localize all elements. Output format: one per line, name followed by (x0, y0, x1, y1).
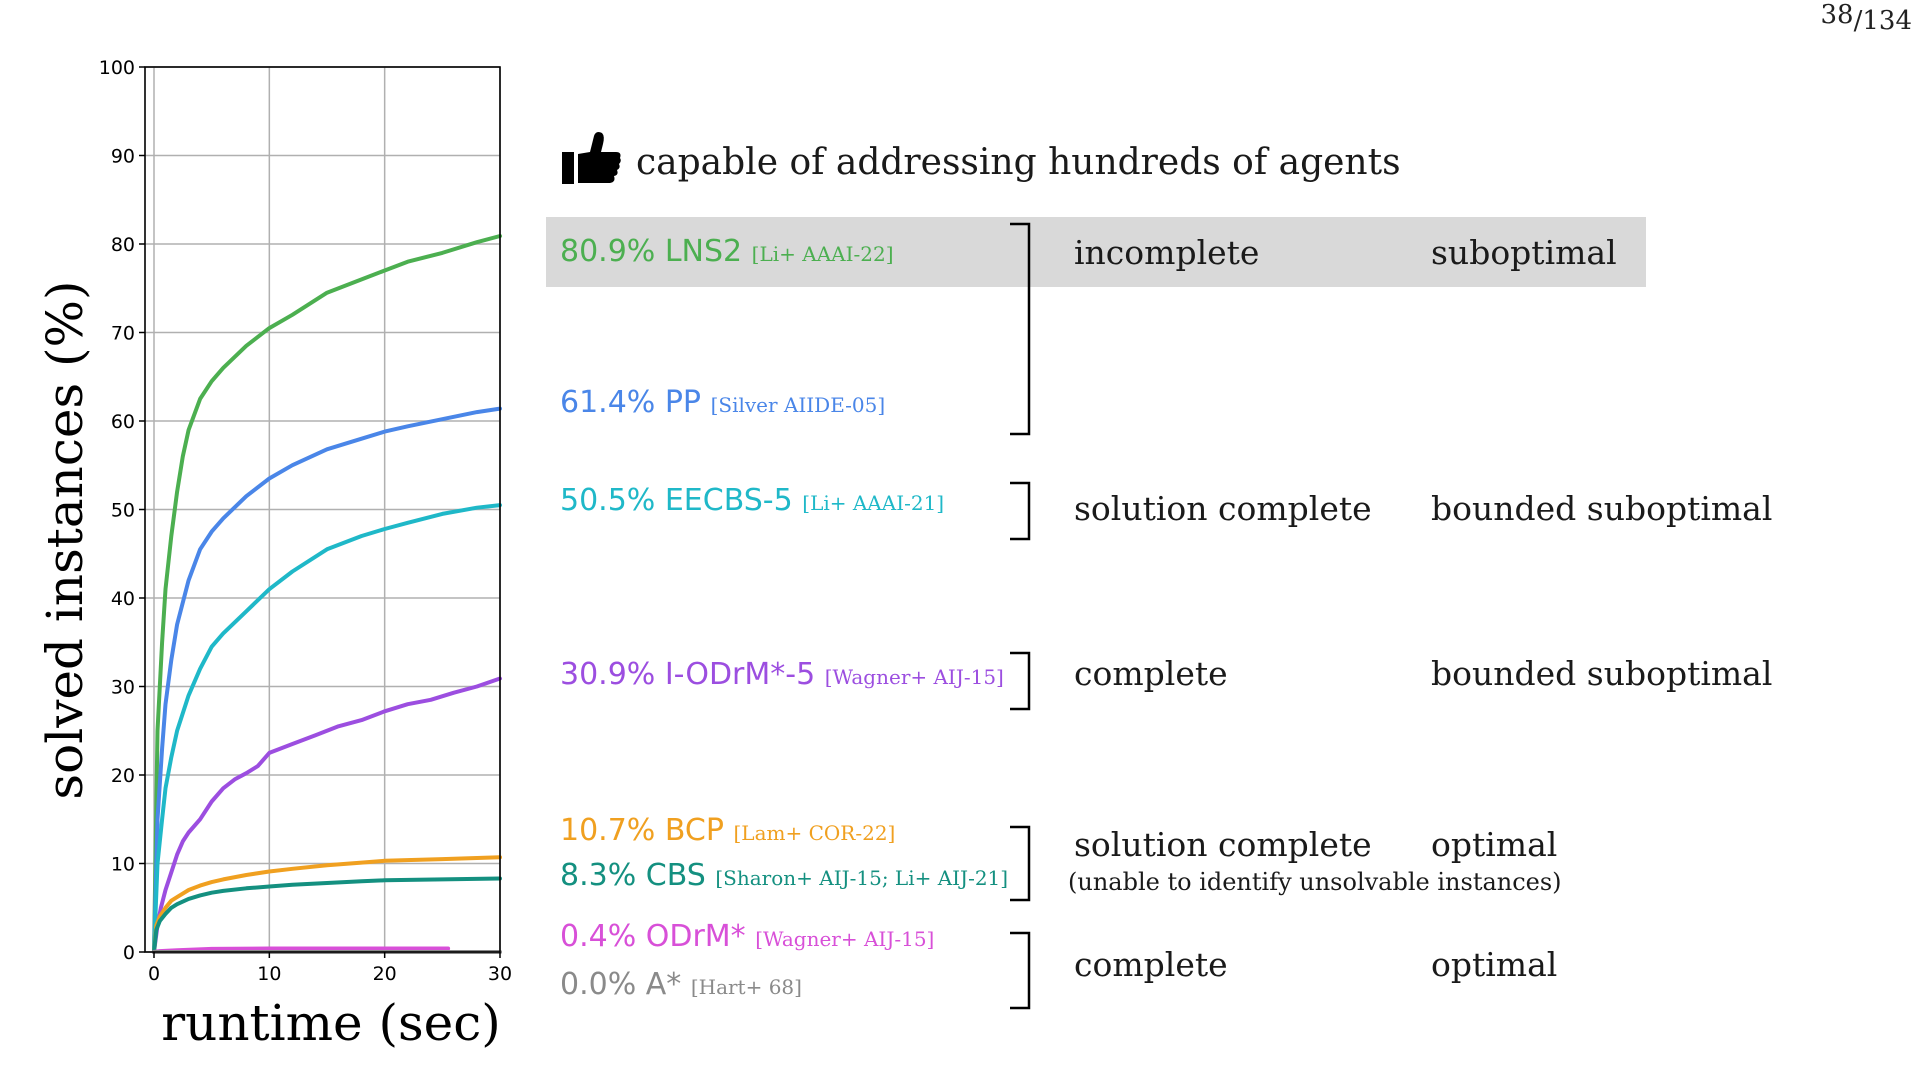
prop-completeness-2: solution complete (1074, 489, 1372, 528)
algo-lns2-cite: [Li+ AAAI-22] (751, 242, 894, 266)
algo-pp-label: 61.4% PP (560, 385, 702, 420)
x-tick-label: 20 (373, 963, 397, 985)
algo-cbs-cite: [Sharon+ AIJ-15; Li+ AIJ-21] (715, 866, 1009, 890)
y-tick-label: 30 (111, 677, 135, 699)
prop-completeness-1: incomplete (1074, 233, 1260, 272)
prop-optimality-1: suboptimal (1431, 233, 1617, 272)
prop-optimality-2: bounded suboptimal (1431, 489, 1773, 528)
algo-astar-cite: [Hart+ 68] (690, 975, 802, 999)
y-tick-label: 60 (111, 411, 135, 433)
prop-optimality-4: optimal (1431, 825, 1558, 864)
y-tick-label: 90 (111, 146, 135, 168)
algo-iodrm-cite: [Wagner+ AIJ-15] (824, 665, 1004, 689)
prop-completeness-3: complete (1074, 654, 1228, 693)
page-number: 38/134 (1821, 0, 1912, 36)
x-tick-label: 30 (488, 963, 512, 985)
algo-iodrm-label: 30.9% I-ODrM*-5 (560, 657, 816, 692)
algo-eecbs-label: 50.5% EECBS-5 (560, 483, 793, 518)
series-line-cbs (152, 876, 502, 954)
x-tick-label: 10 (257, 963, 281, 985)
x-tick-label: 0 (148, 963, 160, 985)
algo-eecbs-cite: [Li+ AAAI-21] (802, 491, 945, 515)
algo-pp-cite: [Silver AIIDE-05] (710, 393, 886, 417)
thumbs-up-icon (560, 130, 622, 195)
axis-layer: 0 10 20 30 40 50 60 70 80 90 100 0 10 20 30 (99, 57, 512, 985)
headline-text: capable of addressing hundreds of agents (636, 141, 1401, 183)
series-line-pp (152, 406, 502, 954)
bracket-odrm-astar (1010, 931, 1031, 1010)
y-tick-label: 10 (111, 854, 135, 876)
x-axis-label: runtime (sec) (161, 994, 501, 1052)
algo-iodrm: 30.9% I-ODrM*-5 [Wagner+ AIJ-15] (560, 657, 1004, 692)
algo-cbs-label: 8.3% CBS (560, 858, 706, 893)
algo-astar: 0.0% A* [Hart+ 68] (560, 967, 802, 1002)
algo-eecbs: 50.5% EECBS-5 [Li+ AAAI-21] (560, 483, 944, 518)
page-current: 38 (1820, 0, 1854, 30)
y-tick-label: 100 (99, 57, 135, 79)
y-tick-label: 50 (111, 500, 135, 522)
algo-lns2: 80.9% LNS2 [Li+ AAAI-22] (560, 234, 894, 269)
algo-cbs: 8.3% CBS [Sharon+ AIJ-15; Li+ AIJ-21] (560, 858, 1008, 893)
y-tick-label: 70 (111, 323, 135, 345)
bracket-iodrm (1010, 651, 1031, 711)
algo-bcp: 10.7% BCP [Lam+ COR-22] (560, 813, 895, 848)
y-tick-label: 40 (111, 588, 135, 610)
prop-optimality-3: bounded suboptimal (1431, 654, 1773, 693)
series-line-eecbs-5 (152, 503, 502, 954)
algo-odrm: 0.4% ODrM* [Wagner+ AIJ-15] (560, 919, 934, 954)
y-axis-label: solved instances (%) (36, 280, 94, 799)
y-tick-label: 80 (111, 234, 135, 256)
lns2-highlight-row (546, 217, 1646, 287)
algo-pp: 61.4% PP [Silver AIIDE-05] (560, 385, 885, 420)
prop-optimality-5: optimal (1431, 945, 1558, 984)
series-line-bcp (152, 855, 502, 954)
algo-bcp-label: 10.7% BCP (560, 813, 724, 848)
algo-odrm-label: 0.4% ODrM* (560, 919, 746, 954)
headline: capable of addressing hundreds of agents (560, 130, 1401, 195)
y-tick-label: 0 (123, 942, 135, 964)
bracket-eecbs (1010, 481, 1031, 541)
algo-odrm-cite: [Wagner+ AIJ-15] (755, 927, 935, 951)
bracket-bcp-cbs (1010, 825, 1031, 902)
prop-completeness-5: complete (1074, 945, 1228, 984)
page-total: /134 (1853, 6, 1912, 36)
series-line-lns2 (152, 234, 502, 954)
y-tick-label: 20 (111, 765, 135, 787)
series-layer (152, 234, 502, 954)
algo-astar-label: 0.0% A* (560, 967, 682, 1002)
algo-lns2-label: 80.9% LNS2 (560, 234, 743, 269)
algo-bcp-cite: [Lam+ COR-22] (733, 821, 896, 845)
runtime-chart: 0 10 20 30 40 50 60 70 80 90 100 0 10 20 30 solved ins… (36, 57, 512, 1052)
prop-completeness-4: solution complete (1074, 825, 1372, 864)
prop-note: (unable to identify unsolvable instances… (1068, 868, 1562, 896)
series-line-i-odrm-5 (152, 676, 502, 954)
